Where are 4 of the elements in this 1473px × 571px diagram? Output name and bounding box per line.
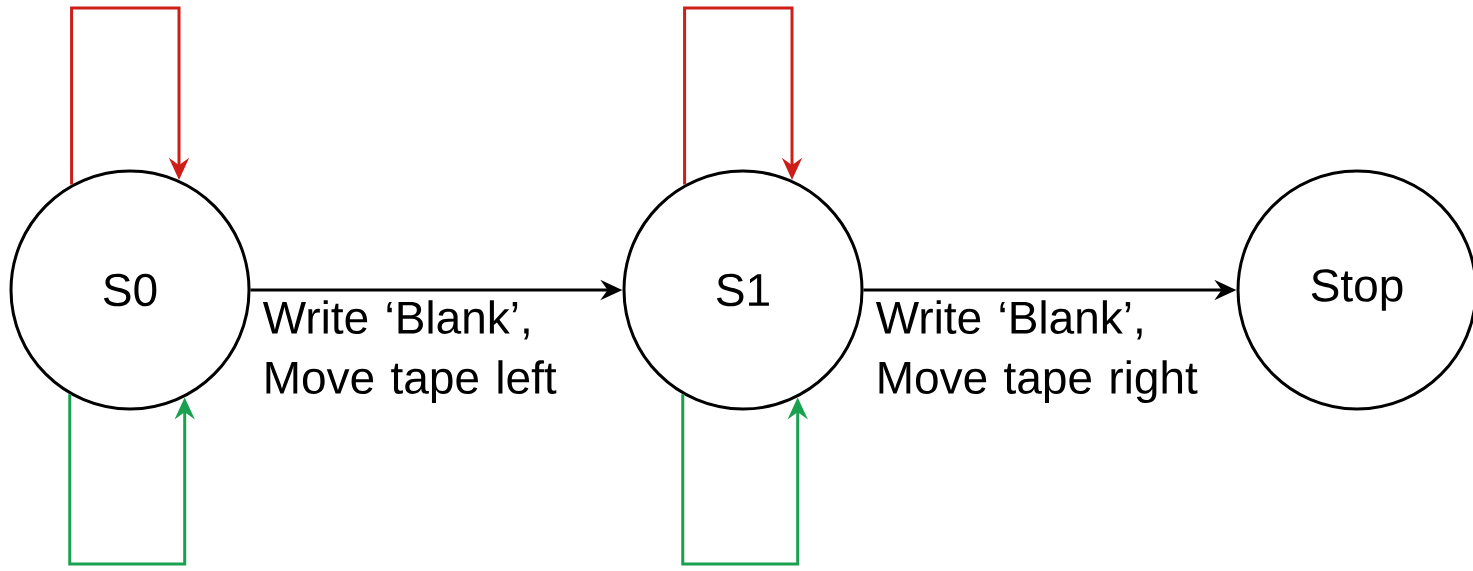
loop-arrow (683, 6, 803, 185)
edge-label: Write ‘Blank’, Move tape left (262, 300, 557, 404)
edge-label: Write ‘Blank’, Move tape right (875, 300, 1198, 404)
loop-arrow (70, 6, 190, 185)
